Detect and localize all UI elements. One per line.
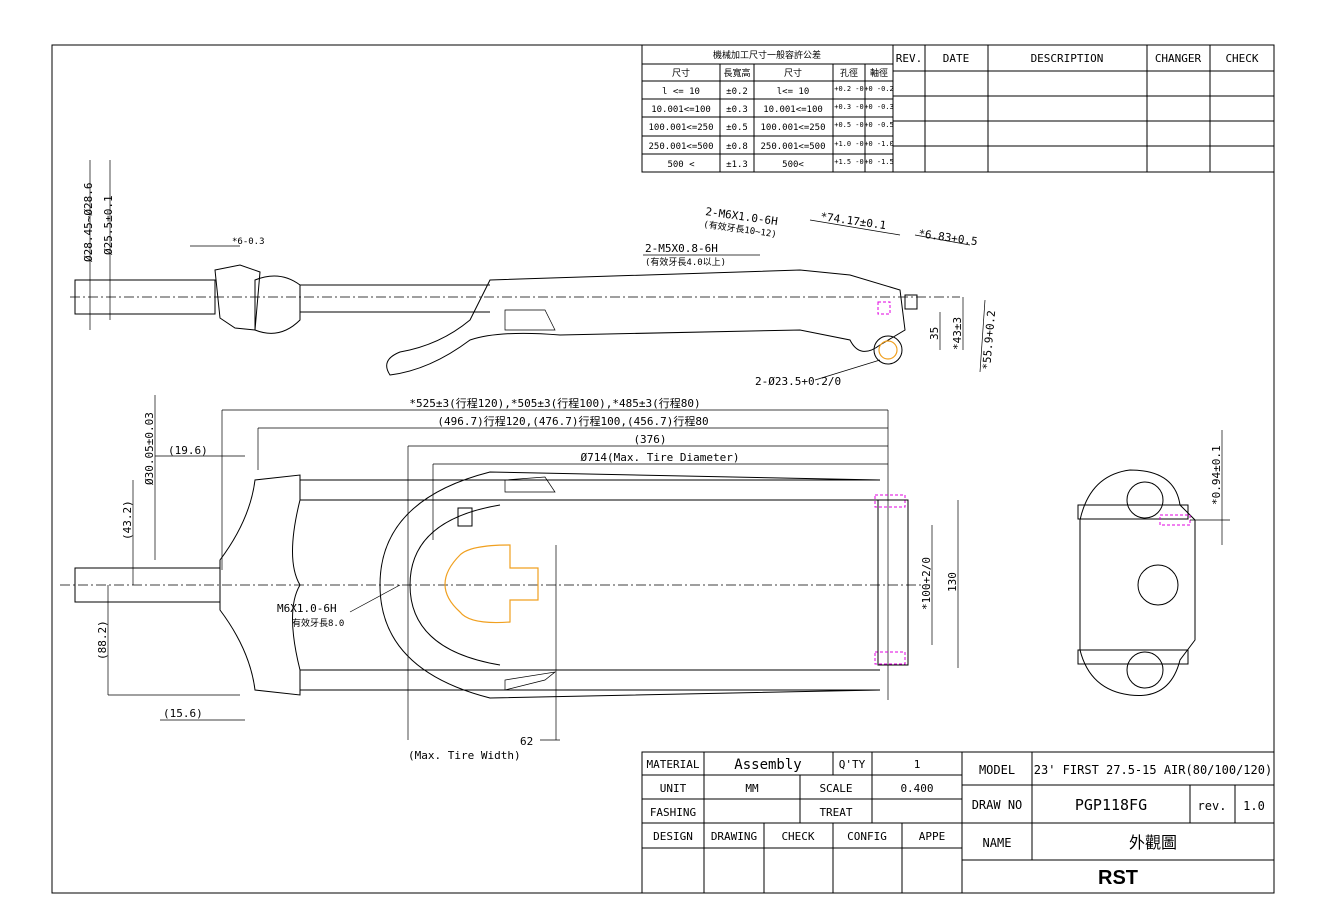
tol-header: 長寬高 [723,67,750,79]
material-label: MATERIAL [647,758,700,771]
tol-header: 孔徑 [840,67,858,79]
title-block: MATERIAL Assembly Q'TY 1 UNIT MM SCALE 0… [641,751,1275,894]
dim-35: 35 [928,327,941,340]
drawno-value: PGP118FG [1075,796,1147,814]
qty-value: 1 [914,758,921,771]
dim-top-6: *6-0.3 [232,237,265,247]
dim-43: *43±3 [951,317,964,350]
tolerance-table: 機械加工尺寸一般容許公差 尺寸 長寬高 尺寸 孔徑 軸徑 l <= 10 ±0.2… [641,44,894,173]
tolerance-cell: ±1.3 [726,160,748,170]
m6b-thread: M6X1.0-6H [277,602,337,615]
config-label: CONFIG [847,830,887,843]
drawno-label: DRAW NO [972,798,1023,812]
tolerance-cell: +0 -1.5 [864,158,894,166]
fashing-label: FASHING [650,806,696,819]
dim-683: *6.83+0.5 [918,227,979,248]
front-view: *525±3(行程120),*505±3(行程100),*485±3(行程80)… [60,395,959,762]
tolerance-cell: 100.001<=250 [648,123,713,133]
tol-header: 尺寸 [784,67,802,79]
tolerance-cell: ±0.8 [726,142,748,152]
dim-3005: Ø30.05±0.03 [143,412,156,485]
tolerance-cell: +0 -0.3 [864,103,894,111]
tolerance-cell: l<= 10 [777,87,810,97]
rev-header: DATE [943,52,970,65]
revision-table: REV. DATE DESCRIPTION CHANGER CHECK [892,44,1275,173]
tolerance-cell: 500< [782,160,804,170]
appe-label: APPE [919,830,946,843]
dim-len2: (496.7)行程120,(476.7)行程100,(456.7)行程80 [437,415,708,428]
m5-thread: 2-M5X0.8-6H [645,242,718,255]
material-value: Assembly [734,757,801,773]
rev-header: CHANGER [1155,52,1202,65]
unit-label: UNIT [660,782,687,795]
dim-130: 130 [946,572,959,592]
dim-top-d2: Ø25.5±0.1 [102,195,115,255]
check-label: CHECK [781,830,814,843]
tolerance-cell: +0 -0.5 [864,121,894,129]
m6b-note: 有效牙長8.0 [292,617,344,629]
dim-235: 2-Ø23.5+0.2/0 [755,375,841,388]
model-label: MODEL [979,763,1015,777]
unit-value: MM [745,782,759,795]
tolerance-title: 機械加工尺寸一般容許公差 [713,49,821,61]
tol-header: 尺寸 [672,67,690,79]
dim-74: *74.17±0.1 [820,210,887,232]
dim-559: *55.9+0.2 [980,310,998,371]
model-value: 23' FIRST 27.5-15 AIR(80/100/120) [1034,763,1272,777]
scale-label: SCALE [819,782,852,795]
dim-432: (43.2) [121,500,134,540]
tolerance-cell: 10.001<=100 [651,105,711,115]
dim-62: 62 [520,735,533,748]
dim-196: (19.6) [168,444,208,457]
tolerance-cell: 250.001<=500 [760,142,825,152]
tolerance-cell: ±0.2 [726,87,748,97]
company-name: RST [1098,867,1138,889]
dim-len4: Ø714(Max. Tire Diameter) [581,451,740,464]
tolerance-cell: 250.001<=500 [648,142,713,152]
m5-note: (有效牙長4.0以上) [645,256,726,268]
dim-882: (88.2) [96,620,109,660]
rev-header: DESCRIPTION [1031,52,1104,65]
tolerance-cell: 500 < [667,160,695,170]
tolerance-cell: ±0.3 [726,105,748,115]
dim-156: (15.6) [163,707,203,720]
rev-header: CHECK [1225,52,1258,65]
name-value: 外觀圖 [1129,833,1177,852]
tolerance-cell: 10.001<=100 [763,105,823,115]
rev-header: REV. [896,52,923,65]
tire-width: (Max. Tire Width) [408,749,521,762]
name-label: NAME [983,836,1012,850]
tolerance-cell: +1.0 -0 [834,140,864,148]
tolerance-cell: +1.5 -0 [834,158,864,166]
tolerance-cell: +0 -0.2 [864,85,894,93]
tolerance-cell: ±0.5 [726,123,748,133]
tolerance-cell: +0.3 -0 [834,103,864,111]
treat-label: TREAT [819,806,852,819]
tol-header: 軸徑 [870,67,888,79]
rev-value: 1.0 [1243,799,1265,813]
tolerance-cell: +0.2 -0 [834,85,864,93]
dim-094: *0.94±0.1 [1210,445,1223,505]
dim-len1: *525±3(行程120),*505±3(行程100),*485±3(行程80) [409,397,700,410]
tolerance-cell: l <= 10 [662,87,700,97]
tolerance-cell: +0.5 -0 [834,121,864,129]
end-view: *0.94±0.1 [1077,430,1230,697]
design-label: DESIGN [653,830,693,843]
dim-len3: (376) [633,433,666,446]
rev-label: rev. [1198,799,1227,813]
tolerance-cell: +0 -1.0 [864,140,894,148]
dim-top-d1: Ø28.45~Ø28.6 [82,183,95,262]
side-view: Ø28.45~Ø28.6 Ø25.5±0.1 *6-0.3 2-M6X1.0-6… [70,160,998,388]
tolerance-cell: 100.001<=250 [760,123,825,133]
dim-100: *100+2/0 [920,557,933,610]
qty-label: Q'TY [839,758,866,771]
drawing-label: DRAWING [711,830,757,843]
scale-value: 0.400 [900,782,933,795]
